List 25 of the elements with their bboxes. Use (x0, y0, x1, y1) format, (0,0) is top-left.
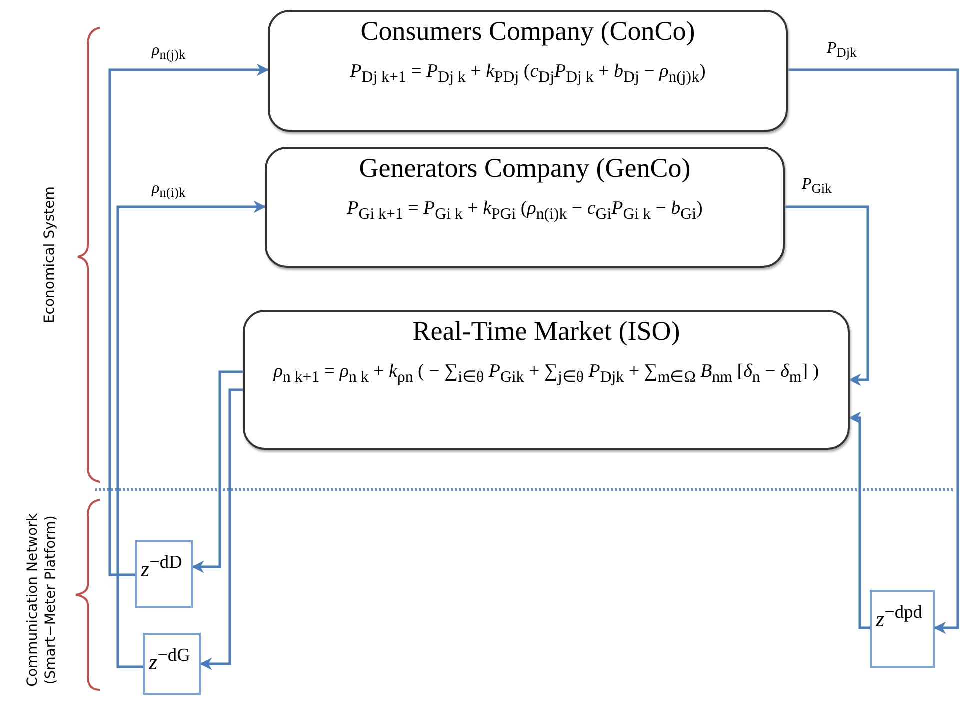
arrow (200, 388, 243, 670)
box-title: Real-Time Market (ISO) (412, 316, 680, 347)
delay-block (135, 540, 193, 608)
delay-block (870, 590, 935, 668)
side-label: Communication Network (Smart−Meter Platform) (24, 512, 60, 689)
arrow (788, 68, 960, 634)
edge-label: P$_{Djk}$ (825, 40, 859, 62)
equation: P$_{Gi k+1}$ = P$_{Gi k}$ + k$_{PGi}$ (ρ$_{n(i)k}$ − c$_{Gi}$P$_{Gi k}$ − b$_{Gi}$) (347, 198, 703, 224)
delay-term: z$^{−dpd}$ (876, 602, 922, 632)
equation: ρ$_{n k+1}$ = ρ$_{n k}$ + k$_{ρn}$ ( − ∑$_{i∈θ}$ P$_{Gik}$ + ∑$_{j∈θ}$ P$_{Djk}$ + ∑$_{m∈Ω}$ B$_{nm}$ [δ$_{n}$ − δ$_{m}$] ) (274, 361, 820, 387)
side-label: Economical System (40, 186, 59, 326)
arrow (192, 370, 243, 574)
equation: P$_{Dj k+1}$ = P$_{Dj k}$ + k$_{PDj}$ (c$_{Dj}$P$_{Dj k}$ + b$_{Dj}$ − ρ$_{n(j)k}$) (350, 61, 706, 87)
box-title: Consumers Company (ConCo) (360, 16, 696, 47)
delay-block (143, 633, 201, 695)
arrow (848, 412, 870, 630)
delay-term: z$^{−dD}$ (141, 552, 182, 582)
process-box (268, 10, 788, 132)
arrow (785, 206, 870, 386)
process-box (265, 147, 785, 268)
arrow (108, 64, 270, 576)
arrow (116, 200, 266, 668)
process-box (243, 310, 850, 450)
delay-term: z$^{−dG}$ (149, 645, 190, 676)
box-title: Generators Company (GenCo) (359, 153, 691, 184)
